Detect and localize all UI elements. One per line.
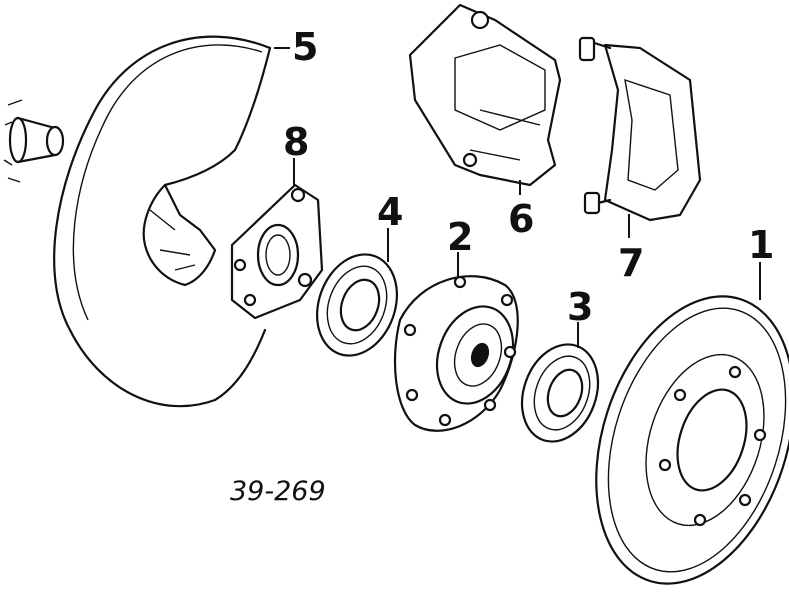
dust-shield-part-5 bbox=[53, 35, 272, 408]
callout-8: 8 bbox=[283, 120, 309, 164]
wheel-stud bbox=[3, 99, 65, 183]
callout-3: 3 bbox=[567, 285, 593, 329]
callout-1: 1 bbox=[748, 223, 774, 267]
wheel-hub-part-2 bbox=[393, 275, 519, 432]
caliper-bracket-part-7 bbox=[578, 36, 702, 222]
diagram-reference: 39-269 bbox=[230, 476, 326, 507]
outer-bearing-part-3 bbox=[520, 343, 600, 443]
callout-7: 7 bbox=[618, 241, 644, 285]
inner-bearing-seal-part-4 bbox=[316, 253, 398, 357]
callout-6: 6 bbox=[508, 197, 534, 241]
brake-caliper-part-6 bbox=[408, 3, 562, 187]
brake-disc-part-1 bbox=[595, 295, 789, 585]
knuckle-bracket-part-8 bbox=[230, 183, 324, 320]
callout-2: 2 bbox=[447, 215, 473, 259]
callout-5: 5 bbox=[292, 25, 318, 69]
callout-4: 4 bbox=[377, 190, 403, 234]
